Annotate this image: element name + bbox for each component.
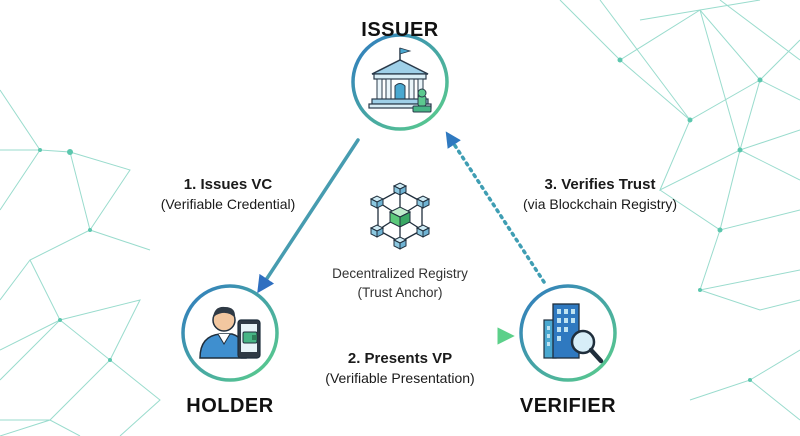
issues-vc-arrow — [257, 138, 360, 294]
registry-label: Decentralized Registry (Trust Anchor) — [310, 264, 490, 302]
network-nodes — [38, 57, 763, 382]
holder-title: HOLDER — [186, 395, 274, 417]
office-building-magnifier-icon — [543, 303, 604, 364]
verifies-trust-subtitle: (via Blockchain Registry) — [522, 196, 678, 212]
registry-title: Decentralized Registry — [332, 266, 468, 281]
issues-vc-subtitle: (Verifiable Credential) — [160, 196, 296, 212]
verifier-title: VERIFIER — [519, 395, 617, 417]
issues-vc-label: 1. Issues VC (Verifiable Credential) — [140, 175, 316, 214]
presents-vp-subtitle: (Verifiable Presentation) — [325, 370, 475, 386]
verifies-trust-arrow — [445, 131, 546, 284]
issuer-title: ISSUER — [361, 19, 439, 41]
government-building-icon — [368, 47, 432, 113]
presents-vp-label: 2. Presents VP (Verifiable Presentation) — [300, 349, 500, 388]
presents-vp-title: 2. Presents VP — [347, 350, 453, 367]
verifies-trust-title: 3. Verifies Trust — [544, 176, 656, 193]
issues-vc-title: 1. Issues VC — [183, 176, 273, 193]
verifier-node — [519, 284, 617, 382]
blockchain-cubes-icon — [369, 182, 431, 250]
holder-node — [181, 284, 279, 382]
registry-subtitle: (Trust Anchor) — [357, 285, 443, 300]
issuer-node — [351, 33, 449, 131]
person-wallet-phone-icon — [199, 306, 261, 359]
verifies-trust-label: 3. Verifies Trust (via Blockchain Regist… — [500, 175, 700, 214]
